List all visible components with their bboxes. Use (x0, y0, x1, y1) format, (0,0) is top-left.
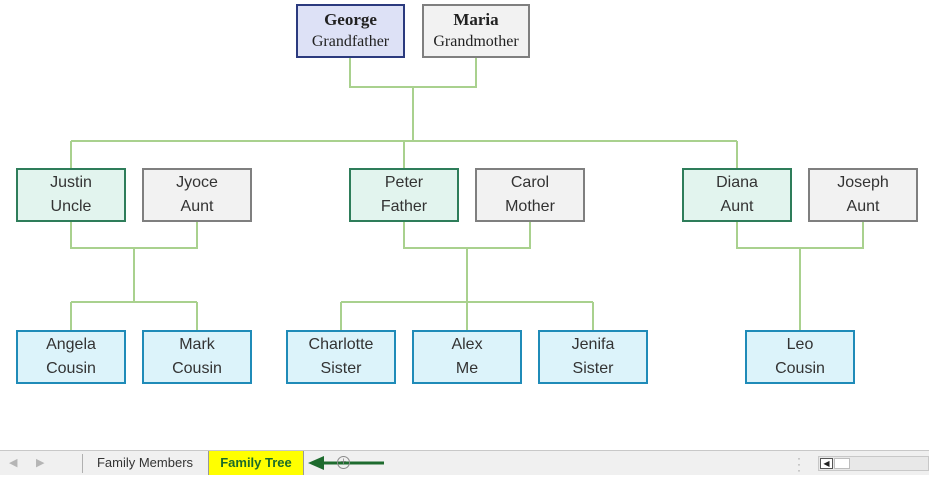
person-role: Cousin (172, 360, 222, 377)
arrow-left-icon (308, 456, 384, 470)
tree-connectors (70, 58, 864, 330)
person-maria[interactable]: Maria Grandmother (422, 4, 530, 58)
person-name: Angela (46, 336, 96, 353)
person-name: Justin (50, 174, 92, 191)
person-role: Mother (505, 198, 555, 215)
person-name: Joseph (837, 174, 889, 191)
caret-right-icon[interactable]: ▶ (36, 457, 45, 469)
person-role: Cousin (46, 360, 96, 377)
person-justin[interactable]: Justin Uncle (16, 168, 126, 222)
tab-family-tree[interactable]: Family Tree (208, 451, 304, 475)
person-role: Uncle (50, 198, 92, 215)
person-name: Jyoce (176, 174, 218, 191)
person-carol[interactable]: Carol Mother (475, 168, 585, 222)
person-george[interactable]: George Grandfather (296, 4, 405, 58)
person-role: Sister (572, 360, 614, 377)
person-name: George (324, 10, 377, 29)
person-name: Alex (451, 336, 483, 353)
person-role: Aunt (720, 198, 754, 215)
person-name: Peter (384, 174, 424, 191)
connector-couple-diana (736, 222, 864, 249)
person-mark[interactable]: Mark Cousin (142, 330, 252, 384)
family-tree-canvas: George Grandfather Maria Grandmother Jus… (16, 4, 918, 384)
connector-grandparents (349, 58, 477, 88)
caret-left-icon[interactable]: ◀ (9, 457, 18, 469)
person-diana[interactable]: Diana Aunt (682, 168, 792, 222)
person-alex[interactable]: Alex Me (412, 330, 522, 384)
person-role: Cousin (775, 360, 825, 377)
sheet-tab-bar: ◀ ▶ Family Members Family Tree + ··· ◀ (0, 450, 929, 477)
scroll-thumb[interactable] (834, 458, 850, 469)
person-role: Aunt (846, 198, 880, 215)
scroll-left-icon[interactable]: ◀ (820, 458, 833, 469)
person-name: Charlotte (308, 336, 374, 353)
tab-family-members[interactable]: Family Members (96, 455, 194, 470)
connector-couple-peter (403, 222, 531, 249)
person-role: Me (455, 360, 479, 377)
person-name: Maria (453, 10, 499, 29)
connector-couple-justin (70, 222, 198, 249)
person-role: Grandmother (433, 33, 519, 50)
person-joseph[interactable]: Joseph Aunt (808, 168, 918, 222)
person-role: Grandfather (311, 33, 390, 50)
person-role: Father (380, 198, 428, 215)
person-name: Diana (716, 174, 758, 191)
person-name: Carol (510, 174, 550, 191)
person-charlotte[interactable]: Charlotte Sister (286, 330, 396, 384)
person-angela[interactable]: Angela Cousin (16, 330, 126, 384)
person-leo[interactable]: Leo Cousin (745, 330, 855, 384)
vertical-dots-icon: ··· (797, 451, 801, 477)
person-peter[interactable]: Peter Father (349, 168, 459, 222)
horizontal-scrollbar[interactable]: ◀ (818, 456, 929, 471)
person-name: Jenifa (571, 336, 615, 353)
person-name: Mark (179, 336, 215, 353)
person-role: Aunt (180, 198, 214, 215)
plus-circle-icon[interactable]: + (337, 456, 350, 469)
person-jenifa[interactable]: Jenifa Sister (538, 330, 648, 384)
person-jyoce[interactable]: Jyoce Aunt (142, 168, 252, 222)
person-name: Leo (786, 336, 814, 353)
tab-divider (82, 454, 83, 473)
person-role: Sister (320, 360, 362, 377)
